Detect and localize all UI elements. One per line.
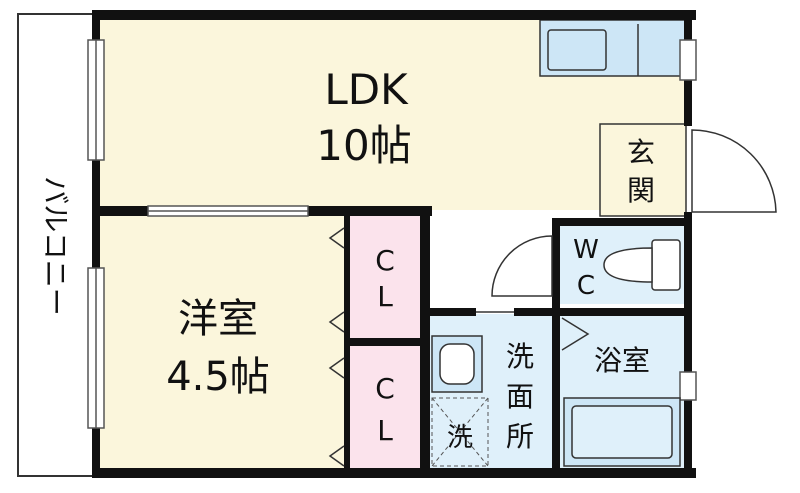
closet-upper-floor — [348, 214, 420, 340]
western-size: 4.5帖 — [166, 354, 270, 400]
bathtub — [563, 397, 681, 467]
windows — [87, 39, 697, 429]
wc-line1: W — [573, 235, 599, 265]
doors — [328, 129, 777, 467]
entrance-line2: 関 — [627, 174, 655, 207]
western-floor — [98, 214, 344, 470]
walls — [92, 10, 696, 478]
kitchen-sink — [547, 29, 607, 71]
closet-upper-l: L — [377, 280, 393, 313]
closet-lower-floor — [348, 344, 420, 470]
washer-space — [431, 397, 489, 467]
washroom-line3: 所 — [506, 420, 534, 453]
washroom-line2: 面 — [506, 380, 534, 413]
closet-lower-l: L — [377, 414, 393, 447]
washbasin — [431, 335, 483, 393]
balcony — [17, 13, 95, 477]
bath-name: 浴室 — [594, 344, 650, 377]
ldk-name: LDK — [324, 65, 409, 114]
closet-upper-c: C — [375, 244, 395, 277]
entrance-floor — [599, 123, 687, 217]
entrance-line1: 玄 — [627, 136, 655, 169]
western-name: 洋室 — [178, 296, 258, 342]
washroom-line1: 洗 — [506, 340, 534, 373]
toilet — [603, 239, 681, 291]
closet-lower-c: C — [375, 372, 395, 405]
washer-label: 洗 — [447, 423, 473, 453]
balcony-label: バルコニー — [39, 176, 72, 315]
ldk-size: 10帖 — [316, 121, 411, 170]
wc-line2: C — [577, 271, 595, 301]
